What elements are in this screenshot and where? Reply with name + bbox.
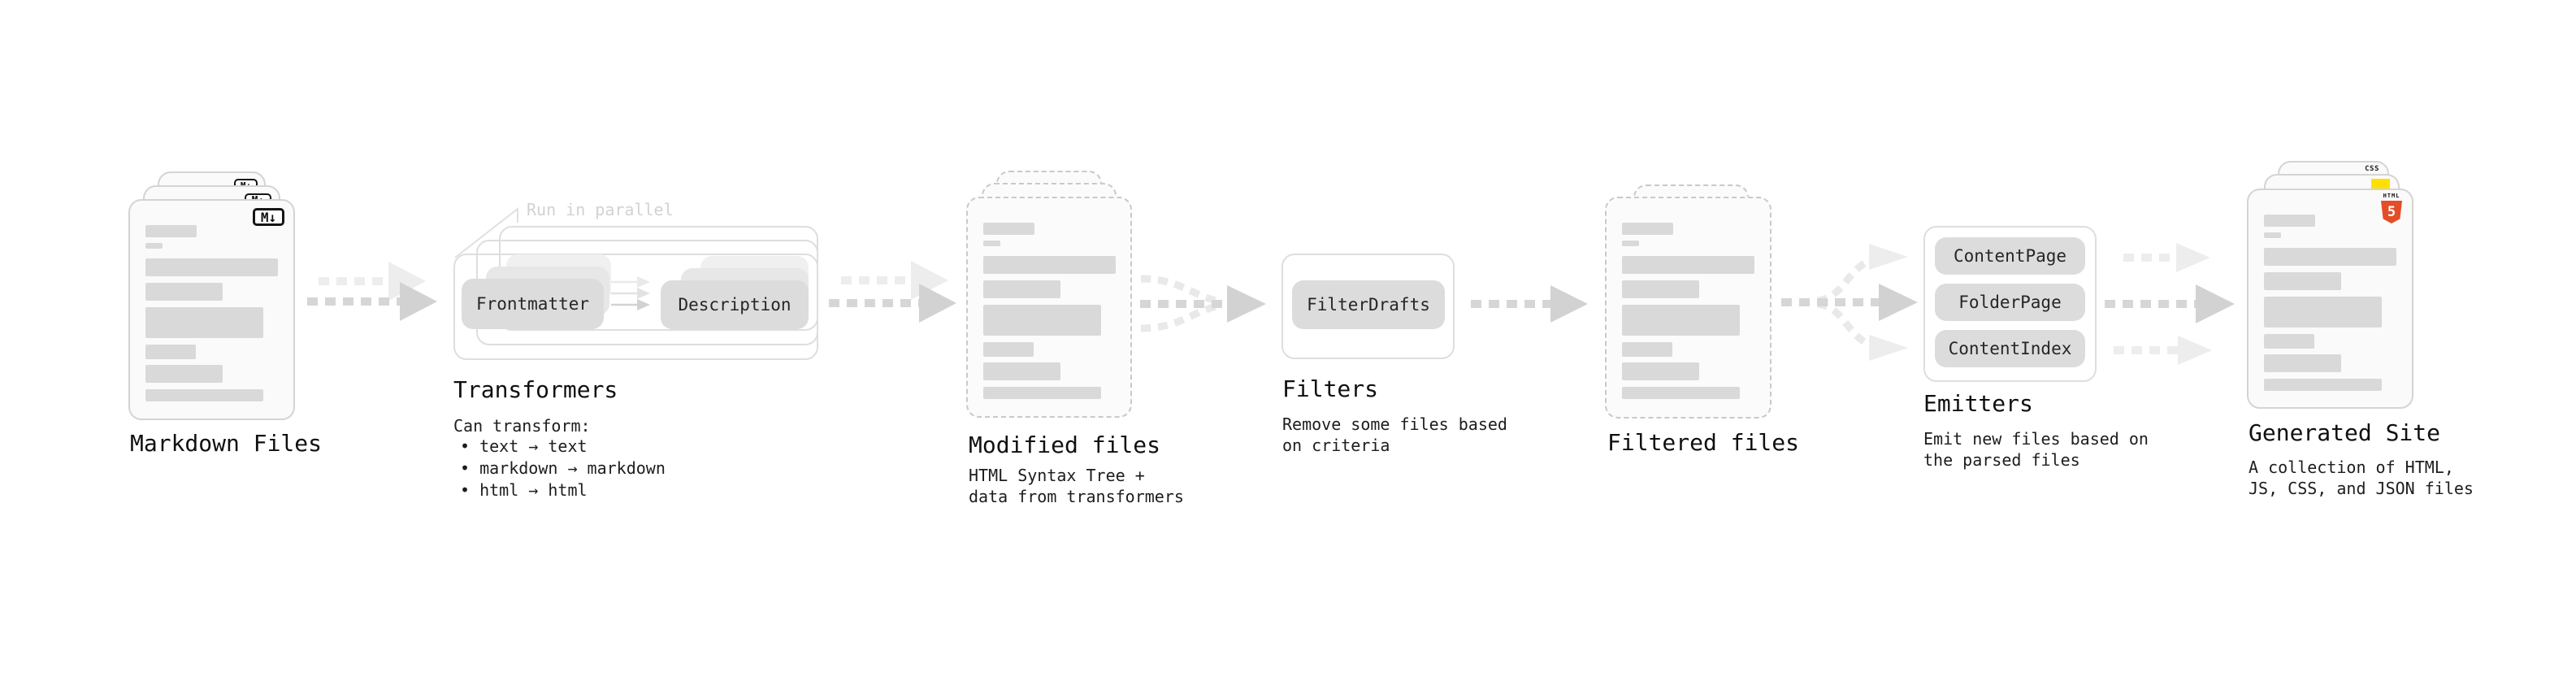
list-item: • html → html [460, 480, 588, 500]
transformer-box [453, 254, 818, 360]
content-bar [2264, 297, 2382, 327]
content-bar [1622, 305, 1740, 336]
file-card [1605, 197, 1772, 419]
stage-title-emitters: Emitters [1923, 390, 2033, 417]
content-bar [2264, 215, 2315, 227]
arrow-filtered-to-emitters [1781, 244, 1918, 361]
list-item: • text → text [460, 436, 588, 456]
file-content-placeholder [1622, 223, 1754, 399]
content-bar [2264, 354, 2341, 372]
file-content-placeholder [145, 225, 278, 401]
stage-title-filtered-files: Filtered files [1607, 429, 1800, 456]
content-bar [1622, 387, 1740, 399]
list-item: • markdown → markdown [460, 458, 666, 478]
arrow-emitters-to-generated [2105, 243, 2235, 365]
content-bar [145, 258, 278, 276]
stage-subtitle: A collection of HTML, JS, CSS, and JSON … [2249, 457, 2474, 499]
emitter-pill: ContentPage [1935, 237, 2085, 275]
stage-subtitle: HTML Syntax Tree + data from transformer… [969, 465, 1184, 507]
content-bar [145, 307, 263, 338]
content-bar [983, 342, 1034, 357]
transformer-output-pill: Description [661, 280, 809, 329]
arrow-transformers-to-modified [829, 261, 956, 323]
stage-title-markdown-files: Markdown Files [130, 430, 323, 457]
stage-title-transformers: Transformers [453, 376, 618, 403]
run-in-parallel-annotation: Run in parallel [527, 200, 674, 219]
subtitle-line: on criteria [1282, 436, 1390, 455]
emitter-pill: ContentIndex [1935, 330, 2085, 367]
arrow-filters-to-filtered [1471, 285, 1588, 323]
javascript-icon [2371, 179, 2390, 189]
content-bar [1622, 362, 1699, 380]
content-bar [2264, 248, 2396, 266]
content-bar [983, 280, 1060, 298]
file-content-placeholder [2264, 215, 2396, 391]
content-bar [145, 365, 223, 383]
file-card: HTML 5 [2247, 189, 2413, 409]
emitter-pill: FolderPage [1935, 284, 2085, 321]
markdown-icon: M↓ [253, 208, 284, 226]
stage-title-filters: Filters [1282, 375, 1379, 402]
content-bar [983, 223, 1034, 235]
content-bar [983, 305, 1101, 336]
content-bar [2264, 334, 2314, 349]
content-bar [1622, 241, 1639, 246]
transformers-capability-list: • text → text • markdown → markdown • ht… [460, 436, 666, 501]
arrow-markdown-to-transformers [307, 262, 437, 321]
file-content-placeholder [983, 223, 1116, 399]
subtitle-line: Emit new files based on [1923, 429, 2149, 449]
subtitle-line: the parsed files [1923, 450, 2080, 470]
stage-title-modified-files: Modified files [969, 432, 1161, 458]
content-bar [145, 283, 223, 301]
content-bar [145, 243, 163, 249]
content-bar [1622, 342, 1672, 357]
content-bar [983, 362, 1060, 380]
content-bar [145, 345, 196, 359]
arrow-modified-to-filters [1140, 275, 1266, 332]
content-bar [1622, 280, 1699, 298]
transformer-input-pill: Frontmatter [462, 279, 604, 329]
file-card: M↓ [128, 199, 295, 420]
stage-subtitle: Can transform: [453, 416, 591, 436]
stage-title-generated-site: Generated Site [2249, 419, 2441, 446]
filter-pill: FilterDrafts [1292, 280, 1445, 329]
html5-icon-word: HTML [2383, 193, 2400, 199]
content-bar [145, 389, 263, 401]
content-bar [983, 387, 1101, 399]
content-bar [2264, 272, 2341, 290]
file-card [966, 197, 1132, 418]
css-icon-label: CSS [2365, 165, 2379, 173]
content-bar [1622, 256, 1754, 274]
content-bar [2264, 379, 2382, 391]
stage-subtitle: Remove some files based on criteria [1282, 414, 1507, 456]
subtitle-line: JS, CSS, and JSON files [2249, 479, 2474, 498]
html5-icon: HTML 5 [2379, 193, 2404, 223]
content-bar [145, 225, 197, 237]
content-bar [1622, 223, 1673, 235]
subtitle-line: HTML Syntax Tree + [969, 466, 1145, 485]
subtitle-line: data from transformers [969, 487, 1184, 506]
content-bar [2264, 232, 2281, 238]
content-bar [983, 256, 1116, 274]
stage-subtitle: Emit new files based on the parsed files [1923, 428, 2149, 471]
subtitle-line: Remove some files based [1282, 414, 1507, 434]
subtitle-line: A collection of HTML, [2249, 458, 2454, 477]
content-bar [983, 241, 1000, 246]
html5-icon-number: 5 [2387, 204, 2396, 220]
